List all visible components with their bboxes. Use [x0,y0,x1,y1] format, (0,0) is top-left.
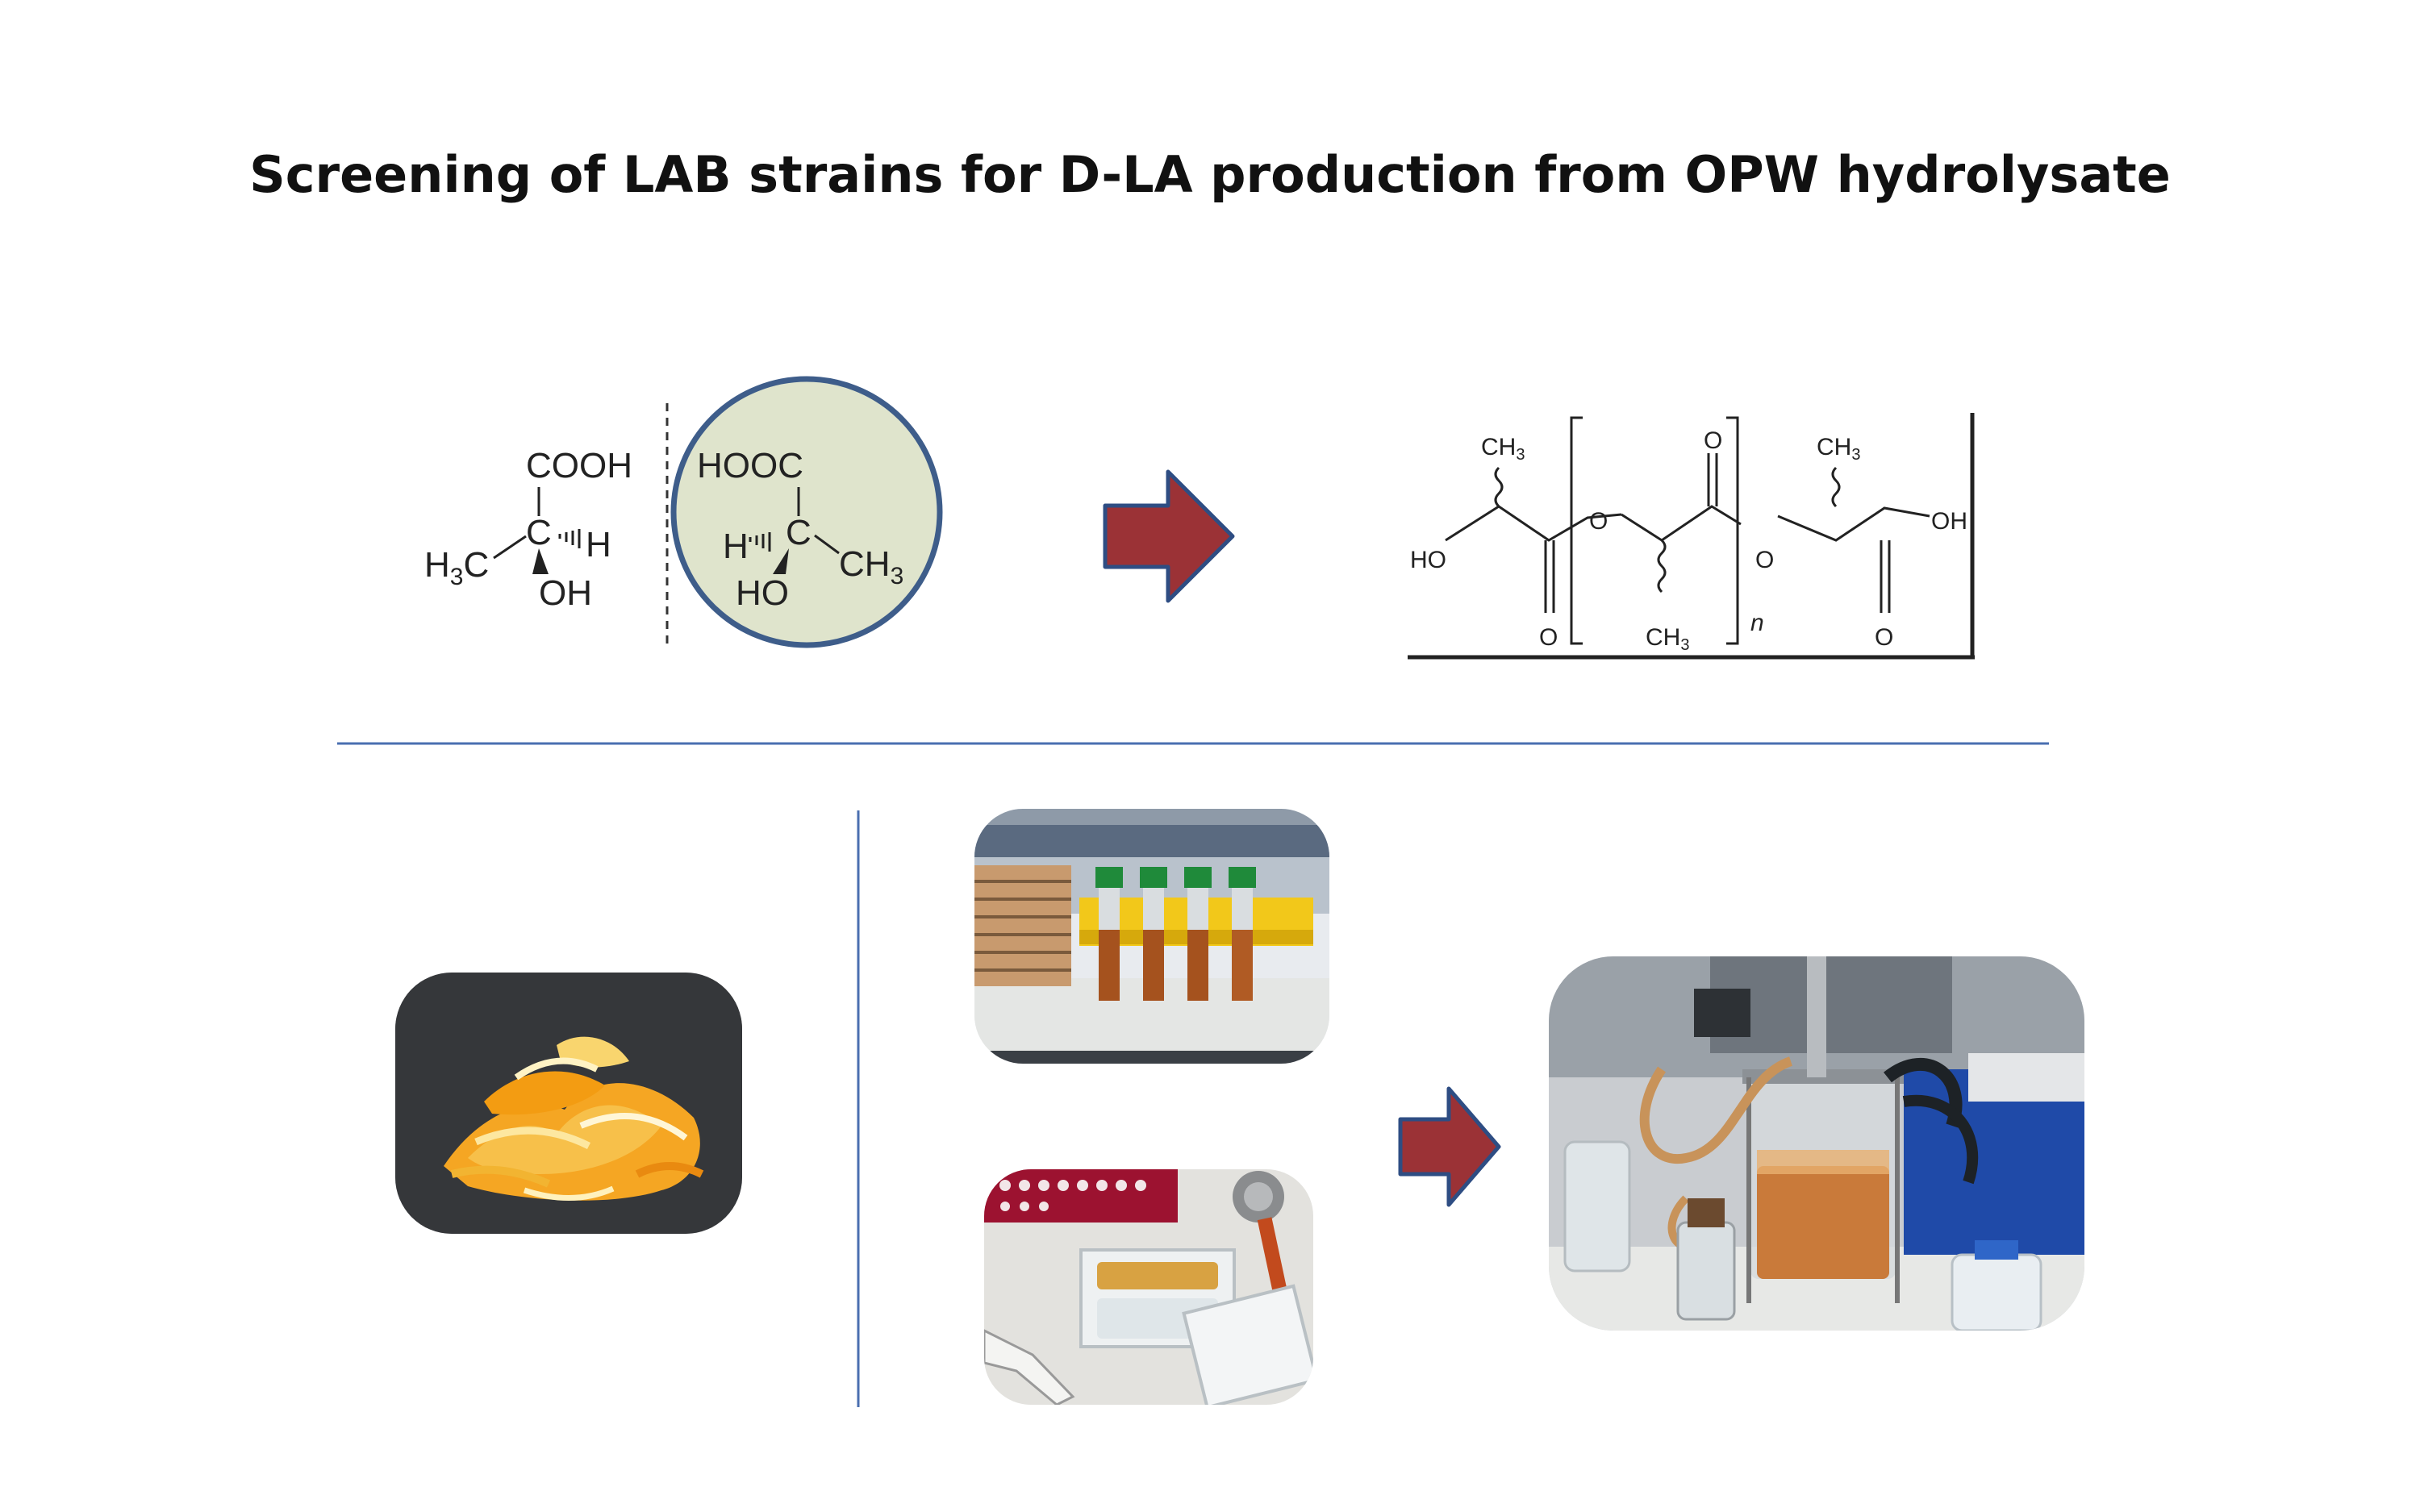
orange-peel-photo [395,973,742,1234]
right-arrow-icon [1103,469,1235,603]
d-ch3-label: CH3 [839,544,903,589]
bioreactor-photo [1549,956,2084,1331]
d-h-label: H [723,527,749,566]
pla-structure [1408,413,1975,660]
d-ho-label: HO [736,573,789,613]
l-h3c-label: H3C [424,545,489,590]
l-h-label: H [586,525,611,564]
pla-ester-o-right: O [1755,547,1774,573]
pla-repeat-n: n [1750,610,1764,636]
d-hooc-label: HOOC [697,446,803,485]
pla-ester-o-left: O [1589,508,1608,535]
pla-ch3-left: CH3 [1481,434,1525,464]
l-center-carbon: C [526,513,552,552]
l-oh-label: OH [539,573,592,613]
d-center-carbon: C [786,513,812,552]
pla-o-right: O [1875,624,1893,651]
pla-ch3-right: CH3 [1817,434,1860,464]
page-title: Screening of LAB strains for D-LA produc… [249,145,2171,204]
d-lactic-highlight-circle [670,376,943,648]
pla-oh-label: OH [1931,508,1967,535]
d-lactic-acid-structure: HOOC C H CH3 HO [670,376,943,648]
l-lactic-acid-structure: COOH C H3C H OH [424,446,632,613]
pla-labels: CH3 HO O O O CH3 n O CH3 OH O [1410,427,1967,654]
pla-o-center: O [1704,427,1722,454]
right-arrow-icon [1398,1086,1501,1207]
l-cooh-label: COOH [526,446,632,485]
pla-o-left: O [1539,624,1558,651]
pla-ch3-center: CH3 [1646,624,1689,654]
culture-tubes-photo [974,809,1329,1064]
pla-ho-label: HO [1410,547,1446,573]
microplate-photo [984,1169,1313,1405]
